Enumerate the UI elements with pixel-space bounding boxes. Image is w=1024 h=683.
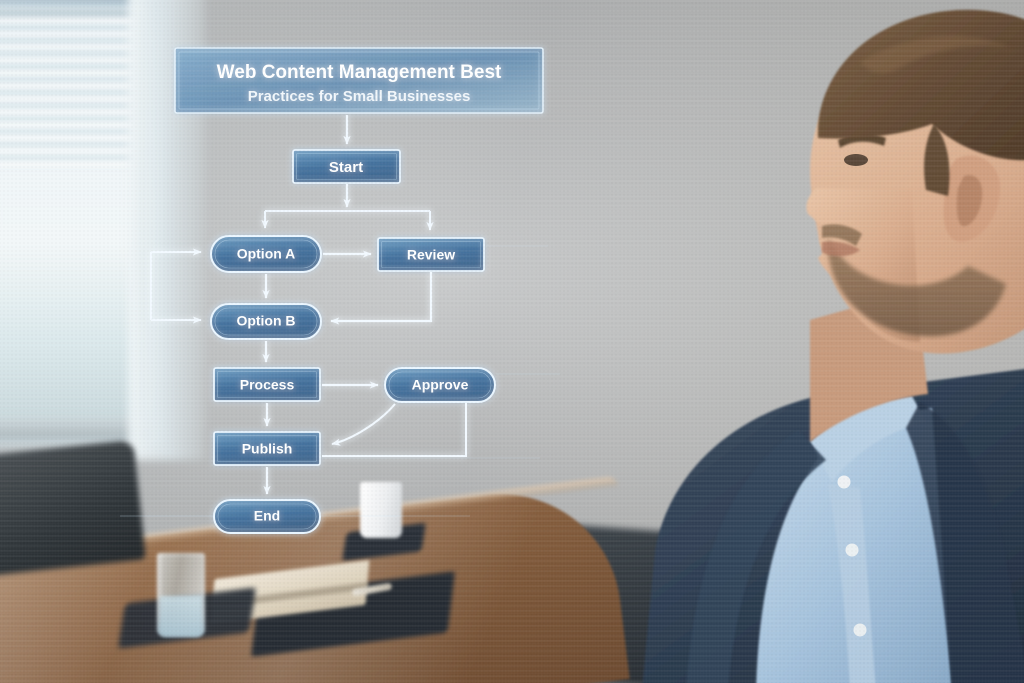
water-glass-liquid — [160, 596, 202, 636]
beard — [827, 238, 1006, 337]
hologram-light-streaks — [120, 245, 560, 517]
window-sill — [0, 418, 150, 440]
edge-review-loop-to-optionb — [330, 272, 433, 325]
node-process: Process — [213, 367, 321, 402]
node-review: Review — [377, 237, 485, 272]
edge-approve-curve-to-publish — [331, 403, 396, 446]
node-option-b: Option B — [210, 303, 322, 340]
window-blinds — [0, 18, 140, 168]
businessman-profile — [560, 0, 1024, 683]
hair-texture — [860, 36, 1012, 74]
node-approve: Approve — [384, 367, 496, 403]
ear-inner — [956, 175, 983, 227]
hair-sideburn — [924, 124, 950, 196]
shirt-collar — [810, 396, 926, 482]
node-process-label: Process — [240, 377, 295, 393]
node-end-label: End — [254, 508, 280, 524]
eye — [844, 154, 868, 166]
node-option-a-label: Option A — [237, 246, 296, 262]
node-review-label: Review — [407, 247, 455, 263]
flowchart-title-line1: Web Content Management Best — [217, 62, 502, 83]
coffee-cup — [360, 482, 402, 538]
node-publish: Publish — [213, 431, 321, 466]
hair — [817, 9, 1024, 161]
mustache — [822, 224, 862, 246]
jacket-lapel-left — [686, 430, 826, 683]
shirt-button — [845, 543, 859, 557]
node-option-b-label: Option B — [236, 313, 295, 329]
flowchart-title-panel: Web Content Management Best Practices fo… — [174, 47, 544, 114]
shirt-button — [837, 475, 851, 489]
node-option-a: Option A — [210, 235, 322, 273]
flowchart-title-line2: Practices for Small Businesses — [248, 88, 471, 105]
lips — [822, 241, 860, 257]
node-end: End — [213, 499, 321, 534]
node-start: Start — [292, 149, 401, 184]
node-approve-label: Approve — [412, 377, 469, 393]
shirt-button — [853, 623, 867, 637]
node-publish-label: Publish — [242, 441, 293, 457]
jacket-lapel-right — [906, 402, 1024, 683]
edge-approve-return-to-publish — [322, 403, 467, 457]
node-start-label: Start — [329, 159, 363, 176]
